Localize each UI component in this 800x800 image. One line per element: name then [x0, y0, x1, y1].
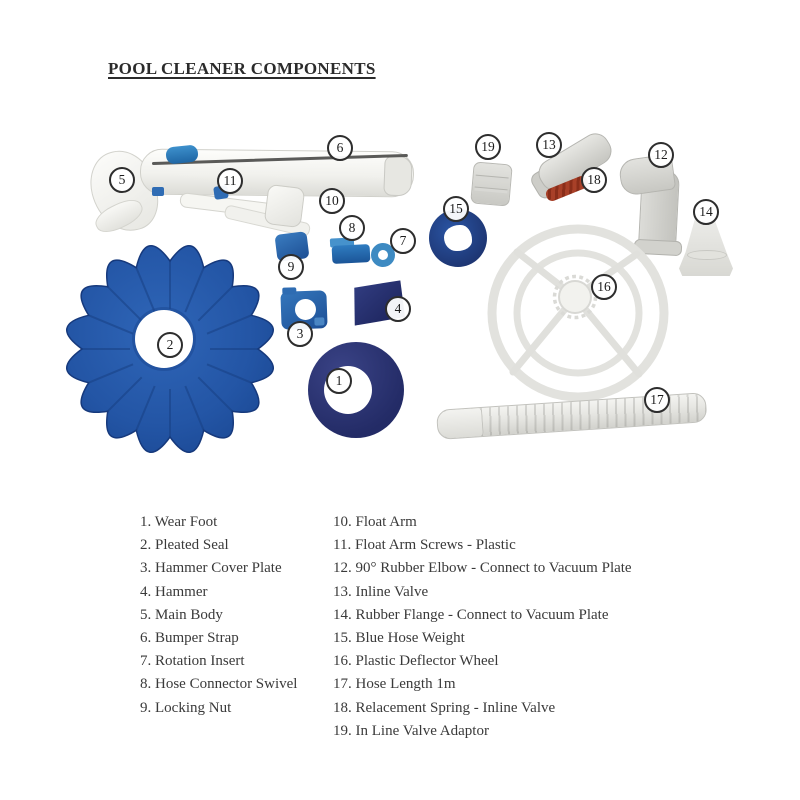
legend-item-15: 15. Blue Hose Weight [333, 630, 465, 647]
cover-plate-tab [282, 287, 297, 295]
part-marker-7: 7 [390, 228, 416, 254]
legend-item-4: 4. Hammer [140, 583, 208, 600]
legend-item-5: 5. Main Body [140, 606, 223, 623]
part-marker-11: 11 [217, 168, 243, 194]
wear-foot-part [308, 342, 404, 438]
part-marker-10: 10 [319, 188, 345, 214]
page-title: POOL CLEANER COMPONENTS [108, 59, 376, 78]
hose-weight-hole [444, 225, 472, 251]
legend-item-17: 17. Hose Length 1m [333, 676, 456, 693]
part-marker-13: 13 [536, 132, 562, 158]
part-marker-3: 3 [287, 321, 313, 347]
main-body-end-cap [383, 155, 413, 197]
float-arm-end-block [263, 183, 306, 229]
part-marker-12: 12 [648, 142, 674, 168]
part-marker-19: 19 [475, 134, 501, 160]
legend-column-left: 1. Wear Foot 2. Pleated Seal 3. Hammer C… [140, 511, 297, 720]
part-marker-1: 1 [326, 368, 352, 394]
part-marker-2: 2 [157, 332, 183, 358]
legend-item-10: 10. Float Arm [333, 514, 417, 530]
rubber-flange-ridge [687, 250, 727, 260]
legend-item-8: 8. Hose Connector Swivel [140, 676, 298, 693]
legend-column-right: 10. Float Arm 11. Float Arm Screws - Pla… [333, 511, 632, 743]
cover-plate-hole [294, 298, 317, 321]
legend-item-9: 9. Locking Nut [140, 699, 232, 716]
legend-item-12: 12. 90° Rubber Elbow - Connect to Vacuum… [333, 560, 632, 577]
plastic-deflector-wheel-part [487, 224, 669, 402]
hose-connector-swivel-part [331, 244, 371, 264]
legend-item-13: 13. Inline Valve [333, 583, 429, 600]
legend-item-6: 6. Bumper Strap [140, 630, 239, 647]
legend-item-19: 19. In Line Valve Adaptor [333, 722, 489, 739]
part-marker-9: 9 [278, 254, 304, 280]
part-marker-4: 4 [385, 296, 411, 322]
adaptor-band [475, 174, 509, 182]
part-marker-18: 18 [581, 167, 607, 193]
legend-item-1: 1. Wear Foot [140, 514, 218, 530]
legend-item-3: 3. Hammer Cover Plate [140, 560, 282, 577]
part-marker-8: 8 [339, 215, 365, 241]
part-marker-6: 6 [327, 135, 353, 161]
legend-item-11: 11. Float Arm Screws - Plastic [333, 537, 516, 554]
legend-item-14: 14. Rubber Flange - Connect to Vacuum Pl… [333, 606, 609, 623]
part-marker-16: 16 [591, 274, 617, 300]
legend-item-2: 2. Pleated Seal [140, 537, 229, 554]
adaptor-band [474, 186, 508, 194]
hose-cuff [437, 407, 484, 439]
part-marker-14: 14 [693, 199, 719, 225]
main-body-blue-clip [152, 187, 164, 196]
legend-item-16: 16. Plastic Deflector Wheel [333, 653, 499, 670]
cover-plate-notch [314, 317, 325, 326]
part-marker-15: 15 [443, 196, 469, 222]
legend-item-18: 18. Relacement Spring - Inline Valve [333, 699, 556, 716]
part-marker-17: 17 [644, 387, 670, 413]
part-marker-5: 5 [109, 167, 135, 193]
inline-valve-adaptor-part [470, 161, 513, 207]
legend-item-7: 7. Rotation Insert [140, 653, 245, 670]
